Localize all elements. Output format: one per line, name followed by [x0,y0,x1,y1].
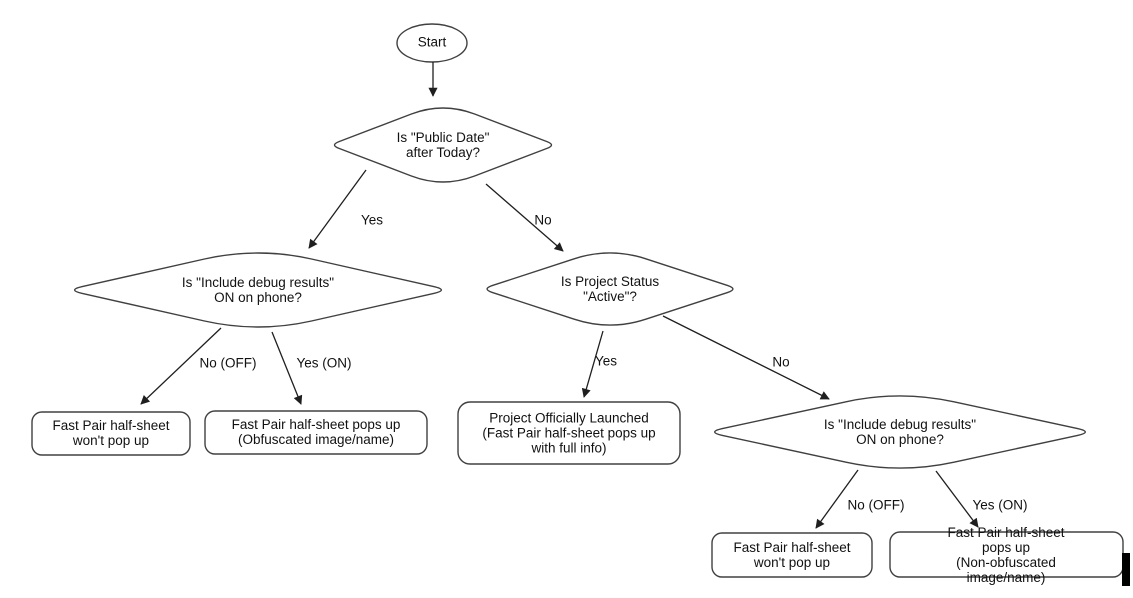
result-launched-label: Project Officially Launched (Fast Pair h… [482,410,656,456]
decision-project-status-shape [486,252,734,326]
start-label: Start [417,34,447,50]
result-wont-popup-left-shape [31,411,191,456]
decision-debug-right-label: Is "Include debug results" ON on phone? [823,417,977,447]
decision-public-date-shape [333,107,553,183]
arrow-nooff-to-wont-popup-right [815,469,859,529]
result-obfuscated-shape [204,410,428,455]
result-wont-popup-right-label: Fast Pair half-sheet won't pop up [733,540,851,570]
result-non-obfuscated-label: Fast Pair half-sheet pops up (Non-obfusc… [947,525,1065,585]
edge-label-yes-on-right: Yes (ON) [972,497,1028,513]
edge-label-no-off-left: No (OFF) [199,355,257,371]
arrow-yeson-to-non-obfuscated [935,470,979,528]
decision-project-status-label: Is Project Status "Active"? [560,274,660,304]
decision-debug-right-shape [714,395,1086,469]
arrow-yes-to-launched [581,330,604,398]
edge-label-yes-mid: Yes [594,353,618,369]
decision-debug-left-label: Is "Include debug results" ON on phone? [181,275,335,305]
edge-label-no-top: No [534,212,552,228]
arrow-yeson-to-obfuscated [271,331,303,405]
start-terminator-shape [396,23,468,63]
decision-public-date-label: Is "Public Date" after Today? [396,130,490,160]
result-obfuscated-label: Fast Pair half-sheet pops up (Obfuscated… [231,417,401,447]
result-launched-shape [457,401,681,465]
arrow-no-to-debug-right [662,315,830,400]
edge-label-yes-on-left: Yes (ON) [296,355,352,371]
text-cursor [1122,553,1130,586]
edge-label-yes-top: Yes [360,212,384,228]
arrow-no-to-project-status [485,183,564,252]
edge-label-no-off-right: No (OFF) [847,497,905,513]
result-wont-popup-left-label: Fast Pair half-sheet won't pop up [52,418,170,448]
arrow-yes-to-debug-left [308,169,367,249]
decision-debug-left-shape [73,252,443,328]
edge-label-no-mid: No [772,354,790,370]
result-wont-popup-right-shape [711,532,873,578]
arrow-nooff-to-wont-popup-left [140,327,222,405]
